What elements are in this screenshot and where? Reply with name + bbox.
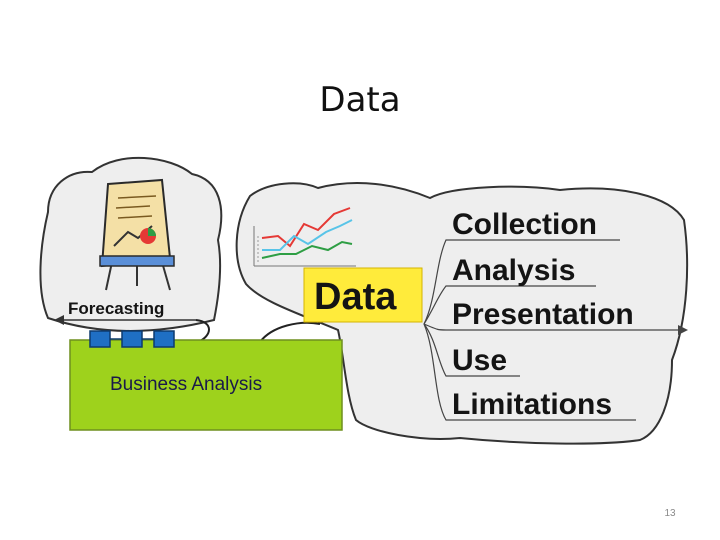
page-number: 13 xyxy=(664,508,676,519)
data-cloud xyxy=(235,182,689,445)
line-chart-icon xyxy=(253,207,356,267)
branch-label-presentation: Presentation xyxy=(452,298,634,331)
slide-title: Data xyxy=(319,80,401,120)
chart-series-cyan xyxy=(262,219,353,251)
branch-label-collection: Collection xyxy=(452,208,597,241)
branch-lines xyxy=(423,239,684,421)
business-analysis-box xyxy=(69,339,343,431)
presentation-arrowhead xyxy=(678,325,688,335)
data-highlight-box xyxy=(303,267,423,323)
branch-label-analysis: Analysis xyxy=(452,254,575,287)
business-analysis-label: Business Analysis xyxy=(110,374,262,395)
connector-square xyxy=(121,330,143,348)
cloud-connector-right xyxy=(259,321,321,343)
connector-square xyxy=(153,330,175,348)
connector-square xyxy=(89,330,111,348)
chart-series-red xyxy=(261,207,351,248)
forecasting-label: Forecasting xyxy=(68,299,164,318)
data-label: Data xyxy=(314,276,397,318)
forecasting-arrowhead xyxy=(54,315,64,325)
branch-label-limitations: Limitations xyxy=(452,388,612,421)
branch-label-use: Use xyxy=(452,344,507,377)
chart-series-green xyxy=(261,240,353,259)
flipchart-icon xyxy=(99,178,175,291)
